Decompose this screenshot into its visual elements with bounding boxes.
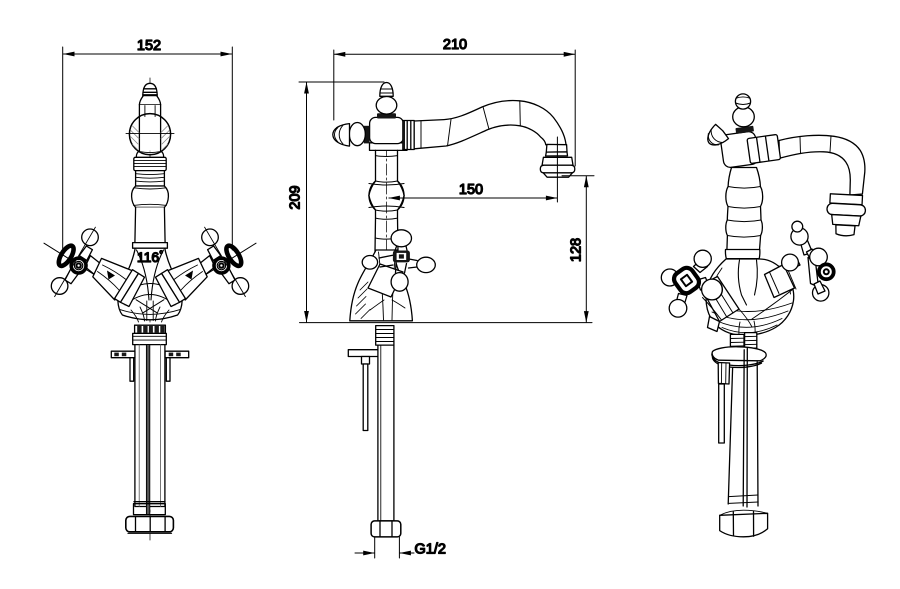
svg-text:210: 210 — [443, 37, 467, 53]
svg-text:116°: 116° — [137, 249, 163, 265]
svg-text:G1/2: G1/2 — [415, 542, 446, 558]
svg-text:150: 150 — [459, 182, 483, 198]
svg-text:128: 128 — [569, 238, 585, 262]
svg-text:152: 152 — [137, 38, 161, 54]
svg-text:209: 209 — [288, 185, 304, 209]
